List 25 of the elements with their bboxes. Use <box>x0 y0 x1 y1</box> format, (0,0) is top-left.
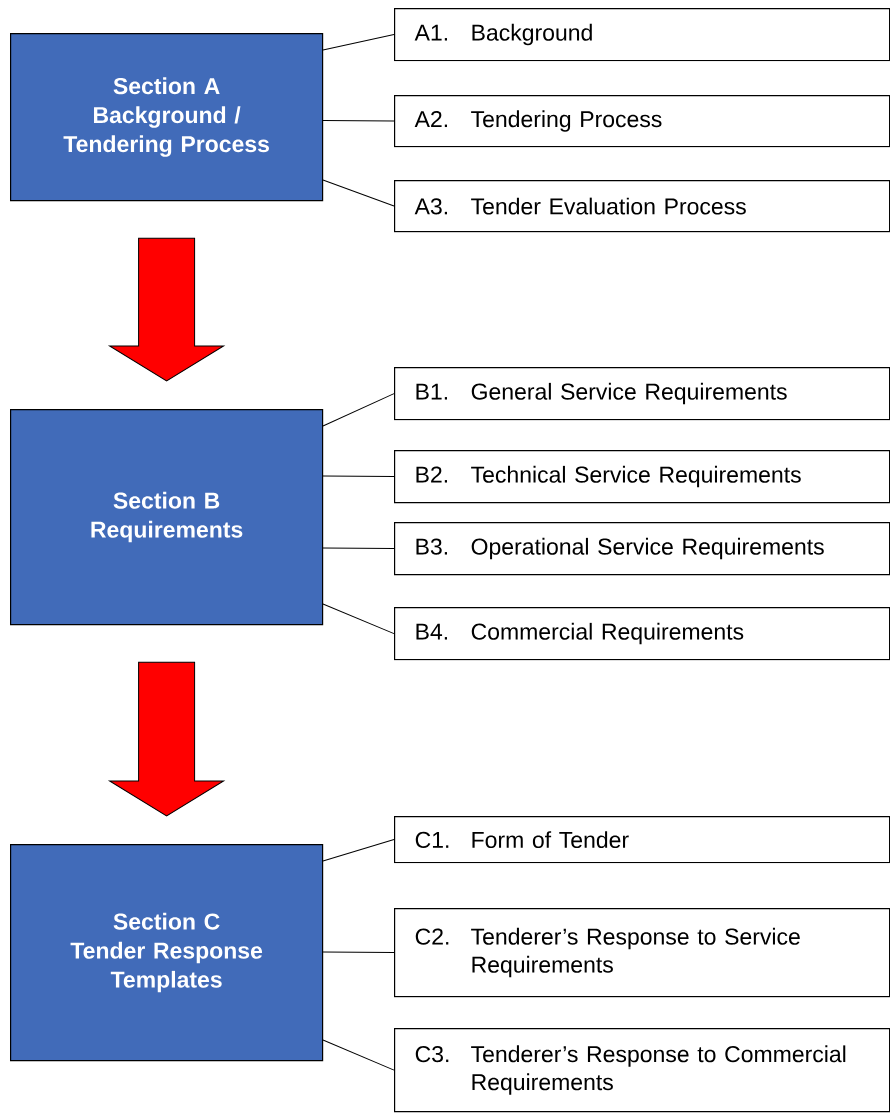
item-box: C1. Form of Tender <box>394 816 890 864</box>
item-box: A2. Tendering Process <box>394 95 890 148</box>
connector-line <box>322 1039 395 1071</box>
item-box: B4. Commercial Requirements <box>394 607 890 661</box>
down-arrow <box>109 237 225 382</box>
item-box: C3. Tenderer’s Response to Commercial Requirements <box>394 1028 890 1113</box>
item-box: A3. Tender Evaluation Process <box>394 180 890 233</box>
connector-line <box>322 547 395 550</box>
connector-line <box>322 475 395 478</box>
section-box: Section C Tender Response Templates <box>10 844 324 1062</box>
section-box: Section B Requirements <box>10 409 324 626</box>
connector-line <box>322 603 395 635</box>
connector-line <box>322 951 395 954</box>
section-box: Section A Background / Tendering Process <box>10 33 324 202</box>
connector-line <box>322 120 395 122</box>
item-box: C2. Tenderer’s Response to Service Requirements <box>394 908 890 998</box>
connector-line <box>322 34 395 51</box>
item-box: B3. Operational Service Requirements <box>394 522 890 576</box>
item-box: A1. Background <box>394 8 890 62</box>
connector-line <box>322 393 395 427</box>
down-arrow <box>109 661 225 817</box>
connector-line <box>322 179 395 207</box>
connector-line <box>322 839 395 862</box>
item-box: B1. General Service Requirements <box>394 367 890 421</box>
item-box: B2. Technical Service Requirements <box>394 450 890 504</box>
